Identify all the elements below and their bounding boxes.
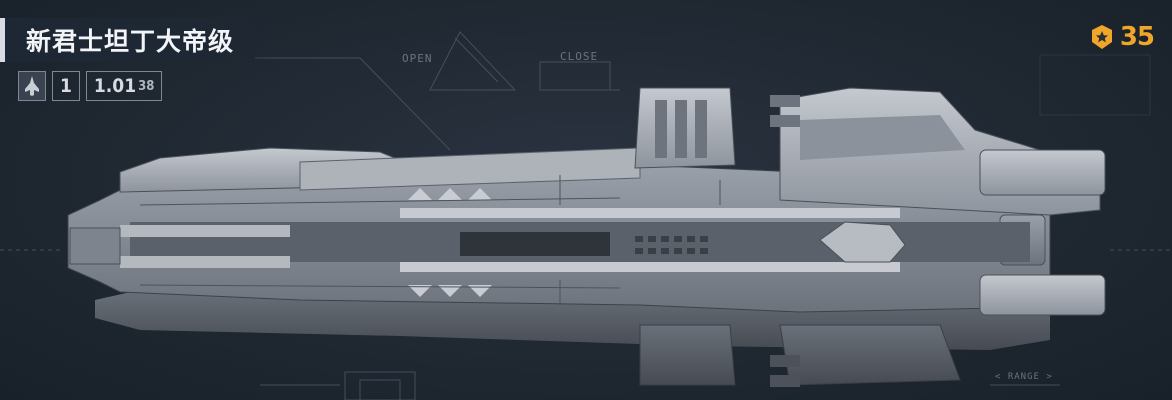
- engine-top: [979, 149, 1106, 196]
- value-suffix: 38: [138, 78, 155, 94]
- star-badge-icon: [1091, 25, 1112, 49]
- open-label: OPEN: [402, 52, 433, 65]
- stats-row: 1 1.01 38: [18, 70, 163, 102]
- title-bar: [0, 18, 275, 62]
- close-label: CLOSE: [560, 50, 599, 63]
- tier-value: 1: [60, 75, 72, 97]
- badge-value: 35: [1119, 22, 1155, 52]
- ship-name: 新君士坦丁大帝级: [26, 27, 235, 56]
- level-badge: 35: [1088, 22, 1155, 52]
- engine-bottom: [979, 274, 1106, 316]
- tier-box: 1: [52, 71, 80, 101]
- ship-class-icon: [18, 71, 46, 101]
- range-label: < RANGE >: [995, 372, 1053, 382]
- value-box: 1.01 38: [85, 71, 163, 101]
- bow-deck: [299, 147, 641, 191]
- value-main: 1.01: [93, 75, 137, 97]
- bridge-detail: [655, 100, 667, 158]
